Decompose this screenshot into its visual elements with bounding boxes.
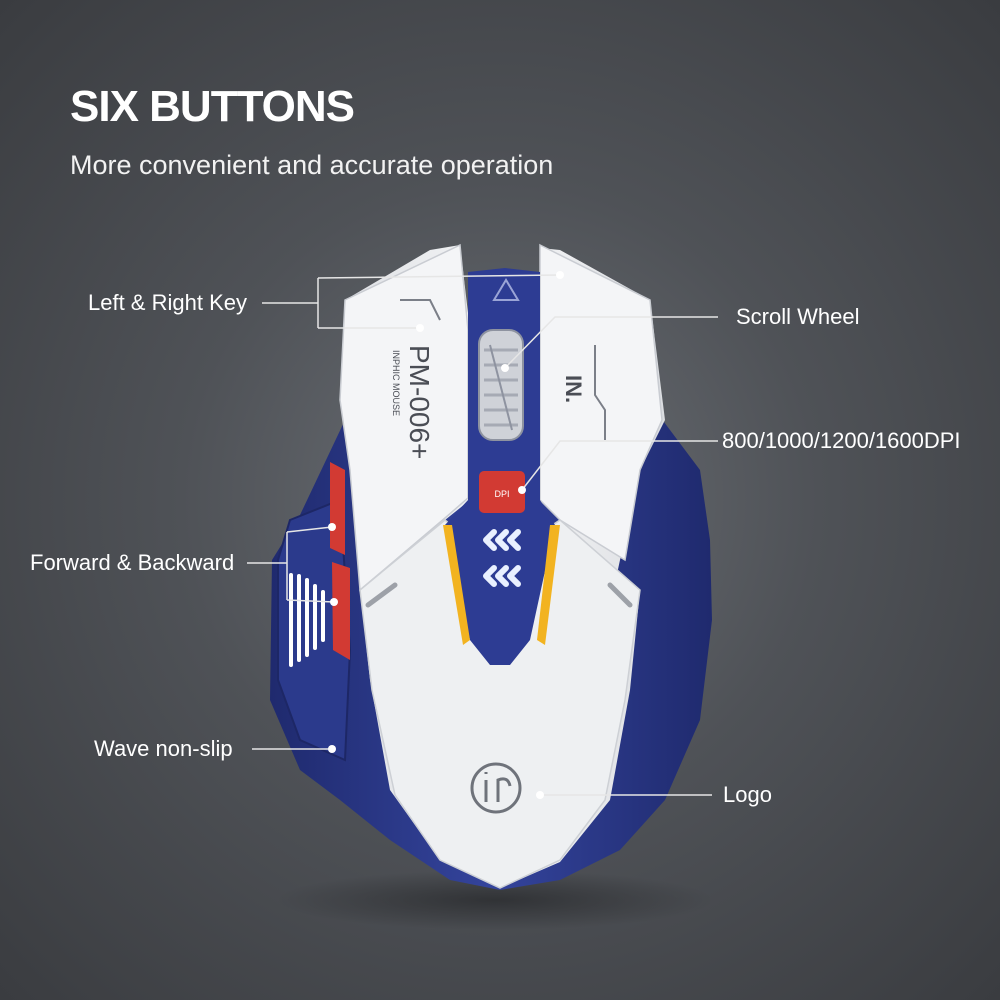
model-text: PM-006+ — [404, 345, 435, 459]
callout-dpi: 800/1000/1200/1600DPI — [722, 428, 961, 453]
right-deco-lines — [594, 345, 606, 440]
forward-button[interactable] — [330, 462, 345, 555]
callout-logo: Logo — [723, 782, 772, 807]
mouse-shadow — [275, 870, 715, 930]
callout-dots — [328, 271, 564, 799]
callout-wave-non-slip: Wave non-slip — [94, 736, 233, 761]
yellow-accent-right — [537, 525, 560, 645]
dpi-button-label: DPI — [494, 489, 509, 499]
callout-leader-lines — [247, 274, 718, 796]
yellow-accent-left — [443, 525, 470, 645]
top-triangle-icon — [492, 278, 520, 301]
callout-scroll-wheel: Scroll Wheel — [736, 304, 860, 329]
left-mouse-button[interactable] — [339, 243, 469, 592]
right-dash-mark — [607, 582, 633, 608]
chevron-lights-icon — [483, 529, 521, 587]
callout-left-right-key: Left & Right Key — [88, 290, 247, 315]
page-title: SIX BUTTONS — [70, 82, 355, 131]
side-mark-text: IN. — [561, 375, 586, 403]
brand-logo-icon — [470, 762, 522, 814]
center-spine — [445, 268, 555, 665]
left-dash-mark — [365, 582, 398, 608]
callout-forward-backward: Forward & Backward — [30, 550, 235, 575]
scroll-wheel[interactable] — [478, 329, 524, 441]
backward-button[interactable] — [332, 562, 350, 660]
brand-small-text: INPHIC MOUSE — [391, 350, 401, 416]
page-subtitle: More convenient and accurate operation — [70, 150, 554, 180]
wave-non-slip-lines — [289, 573, 325, 667]
dpi-button[interactable]: DPI — [479, 471, 525, 513]
left-deco-lines — [400, 299, 441, 321]
